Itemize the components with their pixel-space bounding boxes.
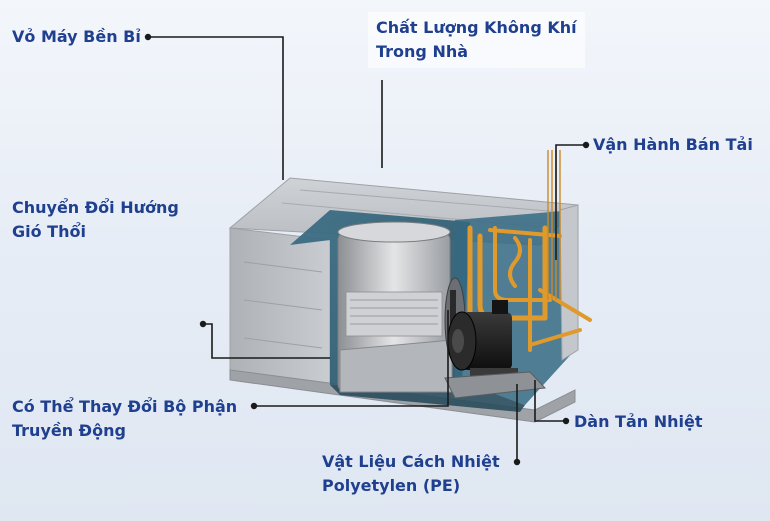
casing-front-panel — [229, 227, 331, 386]
label-indoor-air-quality: Chất Lượng Không Khí Trong Nhà — [368, 12, 585, 68]
label-airflow-direction: Chuyển Đổi Hướng Gió Thổi — [12, 198, 179, 241]
blower-fan — [337, 221, 453, 393]
drive-motor — [447, 300, 518, 378]
label-half-load-operation: Vận Hành Bán Tải — [593, 135, 753, 154]
label-pe-insulation: Vật Liệu Cách Nhiệt Polyetylen (PE) — [322, 452, 500, 495]
casing-end-cap — [559, 204, 579, 361]
label-durable-casing: Vỏ Máy Bền Bỉ — [12, 27, 141, 46]
label-heat-exchanger: Dàn Tản Nhiệt — [574, 412, 703, 431]
leader-lines — [144, 33, 590, 466]
label-replaceable-drive: Có Thể Thay Đổi Bộ Phận Truyền Động — [12, 397, 238, 440]
motor-base-frame — [444, 371, 547, 399]
